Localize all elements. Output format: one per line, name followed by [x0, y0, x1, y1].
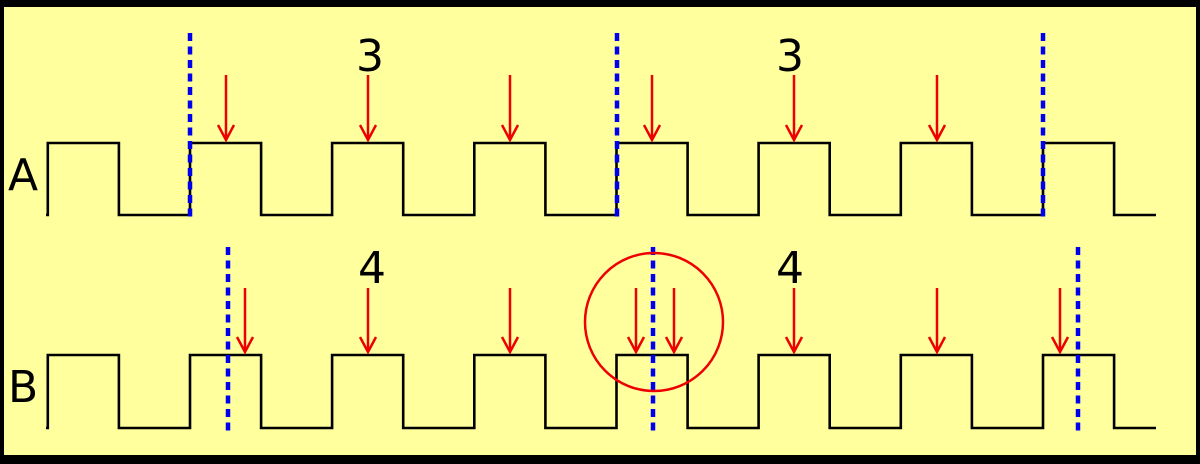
count-arrow: [235, 288, 255, 355]
count-arrow: [784, 75, 804, 143]
count-arrow: [642, 75, 662, 143]
count-arrow-head: [626, 336, 646, 355]
count-arrow-head: [500, 124, 520, 143]
signal-label: B: [8, 362, 38, 413]
count-arrow-head: [927, 336, 947, 355]
frame-right: [1196, 0, 1200, 464]
count-arrow-head: [235, 336, 255, 355]
frame-bottom: [0, 455, 1200, 464]
count-arrow: [358, 75, 378, 143]
signal-row-a: 3 3A: [8, 31, 1156, 219]
count-arrow: [784, 288, 804, 355]
frame-top: [0, 0, 1200, 7]
count-arrow: [664, 288, 684, 355]
count-arrow-head: [500, 336, 520, 355]
count-arrow-head: [664, 336, 684, 355]
count-label: 3: [356, 31, 384, 82]
count-arrow: [358, 288, 378, 355]
count-label: 4: [776, 243, 804, 294]
count-arrow-head: [1050, 336, 1070, 355]
count-arrow-head: [642, 124, 662, 143]
signal-row-b: 4 4B: [8, 243, 1156, 431]
double-count-highlight-circle: [583, 251, 725, 393]
count-arrow-head: [216, 124, 236, 143]
count-arrow-head: [358, 124, 378, 143]
count-label: 3: [776, 31, 804, 82]
count-arrow: [927, 288, 947, 355]
count-arrow: [626, 288, 646, 355]
square-wave-a: [46, 141, 1156, 217]
signal-label: A: [8, 150, 38, 201]
count-arrow: [927, 75, 947, 143]
count-arrow-head: [784, 124, 804, 143]
count-arrow: [1050, 288, 1070, 355]
count-arrow: [216, 75, 236, 143]
count-arrow-head: [784, 336, 804, 355]
count-arrow: [500, 288, 520, 355]
count-label: 4: [358, 243, 386, 294]
frame-left: [0, 0, 4, 464]
count-arrow: [500, 75, 520, 143]
count-arrow-head: [927, 124, 947, 143]
count-arrow-head: [358, 336, 378, 355]
square-wave-b: [46, 353, 1156, 430]
